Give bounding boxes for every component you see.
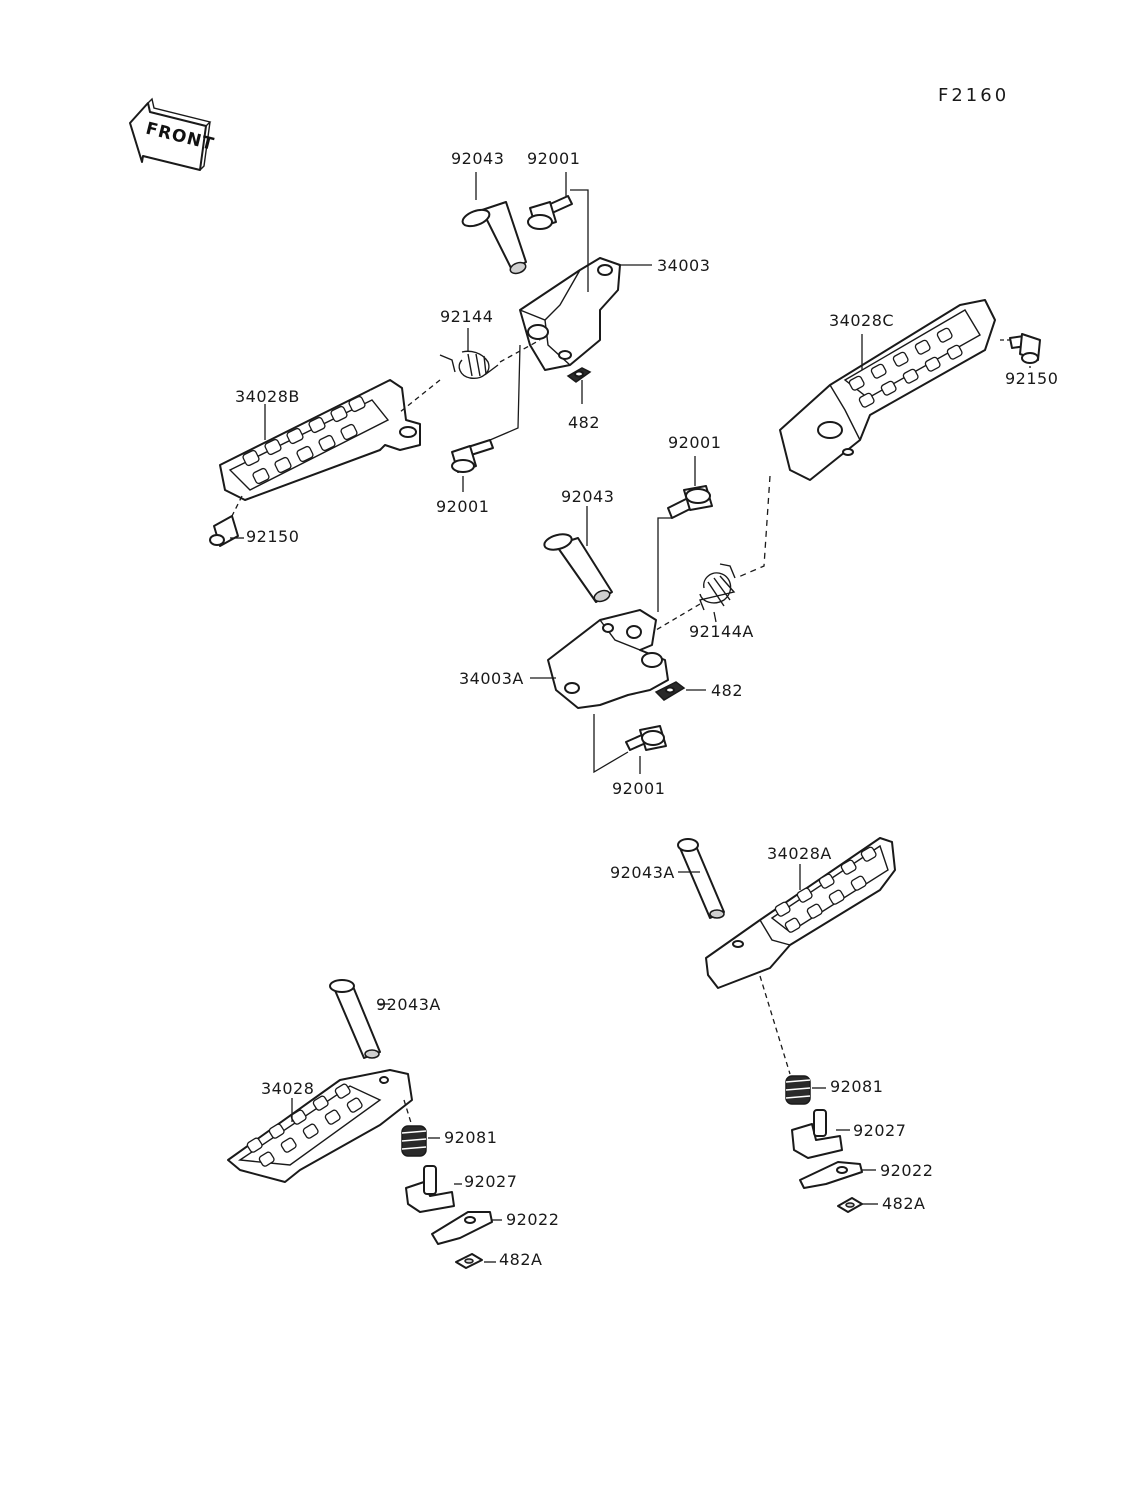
bolt-92150-right [1009,333,1041,364]
clip-482A-right [837,1197,863,1213]
bracket-34003A [547,609,669,709]
label-92043-top: 92043 [451,149,504,168]
plate-92022-left [431,1211,493,1245]
bracket-34003 [519,257,621,371]
pin-92043A-right [677,838,725,919]
label-34003A: 34003A [459,669,524,688]
clip-482-mid [654,681,686,701]
label-92001-mid-left: 92001 [436,497,489,516]
figure-id: F2160 [938,85,1009,106]
plate-92022-right [799,1161,863,1189]
footpeg-34028A-rubber-grid [774,846,877,933]
label-92001-mid-right: 92001 [668,433,721,452]
label-34028C: 34028C [829,311,894,330]
footpeg-34028B [219,379,421,501]
footpeg-34028-rubber-grid [246,1083,363,1167]
footpeg-34028 [227,1069,413,1183]
label-92150-left: 92150 [246,527,299,546]
label-92081-right: 92081 [830,1077,883,1096]
bolt-92001-bottom [625,725,667,751]
label-34028: 34028 [261,1079,314,1098]
label-92150-right: 92150 [1005,369,1058,388]
spring-92144 [439,350,499,379]
spring-92081-right [785,1075,811,1105]
label-482A-right: 482A [882,1194,925,1213]
label-34003: 34003 [657,256,710,275]
label-92001-top: 92001 [527,149,580,168]
clip-482-top [566,367,592,383]
label-92027-right: 92027 [853,1121,906,1140]
label-92043A-right: 92043A [610,863,675,882]
label-34028A: 34028A [767,844,832,863]
bolt-92001-mid-left [451,439,494,473]
label-92144A: 92144A [689,622,754,641]
label-92027-left: 92027 [464,1172,517,1191]
plate-92027-left [405,1165,455,1213]
pin-92043-top [461,201,527,275]
bolt-92001-top [527,195,573,230]
assembly-lines [230,172,1031,1263]
label-92001-bottom: 92001 [612,779,665,798]
label-92081-left: 92081 [444,1128,497,1147]
footpeg-34028A [705,837,896,989]
plate-92027-right [791,1109,843,1159]
footpeg-34028C [779,299,996,481]
footpeg-34028C-rubber-grid [848,327,963,408]
spring-92081-left [401,1125,427,1157]
pin-92043A-left [329,979,381,1059]
pin-92043-mid [543,533,613,603]
label-92043-mid: 92043 [561,487,614,506]
label-92022-left: 92022 [506,1210,559,1229]
clip-482A-left [455,1253,483,1269]
spring-92144A [699,563,736,611]
footpeg-34028B-rubber-grid [242,395,366,485]
label-34028B: 34028B [235,387,300,406]
part-labels: 92043 92001 34003 92144 34028B 482 92001… [235,149,1058,1269]
label-92043A-left: 92043A [376,995,441,1014]
bolt-92001-mid-right [667,485,713,519]
label-482-mid: 482 [711,681,743,700]
label-92144: 92144 [440,307,493,326]
label-92022-right: 92022 [880,1161,933,1180]
label-482-top: 482 [568,413,600,432]
front-direction-arrow-icon: FRONT [129,97,216,171]
bolt-92150-left [209,515,239,547]
label-482A-left: 482A [499,1250,542,1269]
